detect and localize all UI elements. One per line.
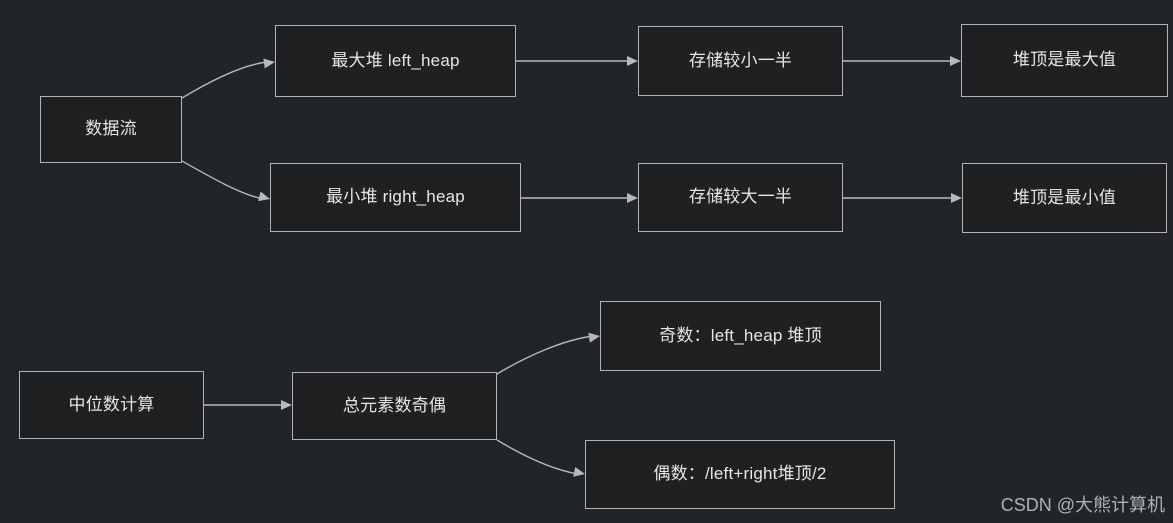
node-left_heap[interactable]: 最大堆 left_heap bbox=[275, 25, 516, 97]
edge-store_small-to-top_is_max bbox=[843, 56, 961, 66]
edge-line bbox=[496, 439, 579, 475]
edge-data_stream-to-left_heap bbox=[181, 58, 275, 99]
node-top_is_min[interactable]: 堆顶是最小值 bbox=[962, 163, 1167, 233]
node-data_stream[interactable]: 数据流 bbox=[40, 96, 182, 163]
arrow-head-icon bbox=[950, 56, 961, 66]
node-store_large[interactable]: 存储较大一半 bbox=[638, 163, 843, 232]
node-label-even_case: 偶数：/left+right堆顶/2 bbox=[653, 464, 827, 484]
node-label-odd_case: 奇数：left_heap 堆顶 bbox=[659, 325, 822, 345]
node-odd_case[interactable]: 奇数：left_heap 堆顶 bbox=[600, 301, 881, 371]
edge-parity_check-to-odd_case bbox=[496, 332, 600, 375]
node-label-top_is_max: 堆顶是最大值 bbox=[1012, 50, 1117, 70]
node-top_is_max[interactable]: 堆顶是最大值 bbox=[961, 24, 1168, 97]
edge-left_heap-to-store_small bbox=[516, 56, 638, 66]
arrow-head-icon bbox=[263, 58, 275, 69]
node-label-right_heap: 最小堆 right_heap bbox=[326, 187, 465, 207]
node-label-store_large: 存储较大一半 bbox=[688, 187, 793, 207]
arrow-head-icon bbox=[281, 400, 292, 410]
watermark: CSDN @大熊计算机 bbox=[1000, 495, 1165, 515]
arrow-head-icon bbox=[951, 193, 962, 203]
node-median_calc[interactable]: 中位数计算 bbox=[19, 371, 204, 439]
arrow-head-icon bbox=[627, 56, 638, 66]
node-label-left_heap: 最大堆 left_heap bbox=[331, 50, 460, 70]
edge-line bbox=[496, 335, 594, 375]
node-label-median_calc: 中位数计算 bbox=[68, 394, 155, 414]
node-store_small[interactable]: 存储较小一半 bbox=[638, 26, 843, 96]
node-label-data_stream: 数据流 bbox=[85, 119, 137, 139]
node-label-store_small: 存储较小一半 bbox=[688, 50, 793, 70]
edge-right_heap-to-store_large bbox=[521, 193, 638, 203]
edge-parity_check-to-even_case bbox=[496, 439, 585, 477]
edge-median_calc-to-parity_check bbox=[204, 400, 292, 410]
edge-line bbox=[181, 61, 269, 99]
node-right_heap[interactable]: 最小堆 right_heap bbox=[270, 163, 521, 232]
edge-data_stream-to-right_heap bbox=[181, 160, 270, 202]
node-parity_check[interactable]: 总元素数奇偶 bbox=[292, 372, 497, 440]
arrow-head-icon bbox=[588, 332, 600, 343]
node-label-parity_check: 总元素数奇偶 bbox=[342, 395, 447, 415]
arrow-head-icon bbox=[627, 193, 638, 203]
edge-line bbox=[181, 160, 264, 200]
node-label-top_is_min: 堆顶是最小值 bbox=[1012, 187, 1117, 207]
node-even_case[interactable]: 偶数：/left+right堆顶/2 bbox=[585, 440, 895, 509]
edge-store_large-to-top_is_min bbox=[843, 193, 962, 203]
